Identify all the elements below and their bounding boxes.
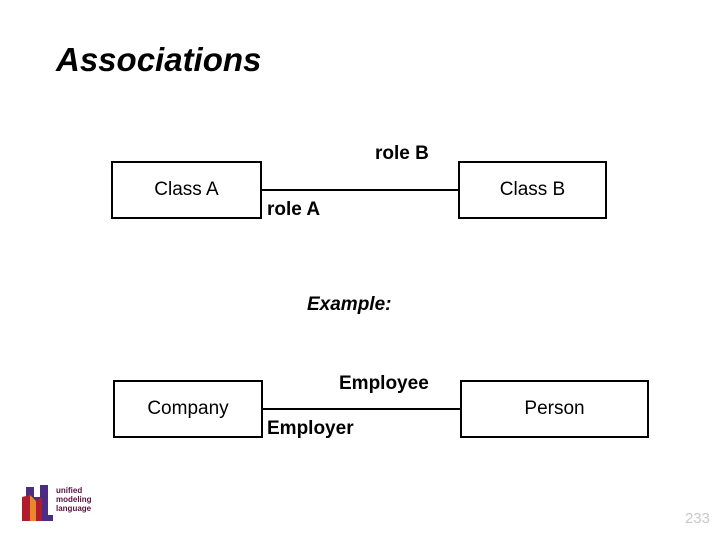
role-label-employee: Employee (339, 373, 429, 394)
class-box-b[interactable]: Class B (458, 161, 607, 219)
class-box-person-label: Person (524, 398, 585, 419)
uml-logo-text-line1: unified (56, 486, 83, 495)
uml-logo-text: unified modeling language (56, 486, 118, 513)
page-title: Associations (56, 41, 262, 78)
association-line-example (262, 408, 461, 410)
association-line-generic (261, 189, 459, 191)
class-box-a-label: Class A (154, 179, 219, 200)
example-caption: Example: (307, 294, 392, 315)
uml-logo-text-line2: modeling (56, 495, 92, 504)
uml-logo-text-line3: language (56, 504, 92, 513)
class-box-person[interactable]: Person (460, 380, 649, 438)
uml-logo: unified modeling language (18, 481, 118, 529)
class-box-company-label: Company (147, 398, 229, 419)
uml-logo-mark-icon (22, 485, 53, 521)
role-label-b: role B (375, 143, 429, 164)
page-number: 233 (684, 510, 710, 527)
role-label-a: role A (267, 199, 321, 220)
class-box-b-label: Class B (499, 179, 566, 200)
class-box-a[interactable]: Class A (111, 161, 262, 219)
role-label-employer: Employer (267, 418, 354, 439)
class-box-company[interactable]: Company (113, 380, 263, 438)
